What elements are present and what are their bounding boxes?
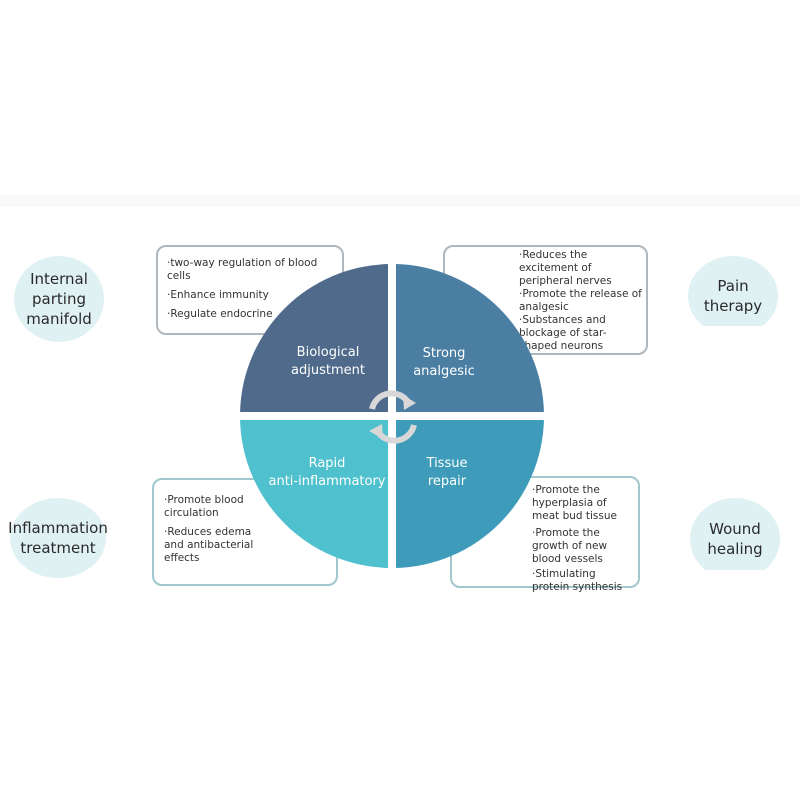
box-item: ·Stimulating protein synthesis xyxy=(532,568,623,593)
circle-label: Wound healing xyxy=(707,520,763,558)
background-band xyxy=(0,195,800,207)
box-item: ·two-way regulation of blood cells xyxy=(167,257,318,282)
box-item: ·Promote the hyperplasia of meat bud tis… xyxy=(532,484,617,522)
box-item: ·Promote the growth of new blood vessels xyxy=(532,527,608,565)
arrow-top-head xyxy=(403,395,416,410)
quadrant-rapid-anti-inflammatory xyxy=(240,420,388,568)
quadrant-biological-adjustment xyxy=(240,264,388,412)
label-rapid-anti-inflammatory: Rapid anti-inflammatory xyxy=(268,456,386,489)
label-strong-analgesic: Strong analgesic xyxy=(413,346,475,379)
circle-label: Inflammation treatment xyxy=(8,519,108,557)
box-item: ·Regulate endocrine xyxy=(167,308,273,320)
box-item: ·Substances and blockage of star-shaped … xyxy=(519,314,607,352)
cycle-arrows-icon xyxy=(369,390,417,444)
label-biological-adjustment: Biological adjustment xyxy=(291,345,365,378)
quadrant-tissue-repair xyxy=(396,420,544,568)
label-tissue-repair: Tissue repair xyxy=(426,456,468,489)
circle-internal-parting-manifold: Internal parting manifold xyxy=(14,256,104,342)
box-item: ·Promote blood circulation xyxy=(164,494,244,519)
box-item: ·Promote the release of analgesic xyxy=(519,288,642,313)
circle-inflammation-treatment: Inflammation treatment xyxy=(8,498,108,578)
circle-pain-therapy: Pain therapy xyxy=(688,256,778,336)
quadrant-strong-analgesic xyxy=(396,264,544,412)
arrow-bottom-head xyxy=(369,424,383,439)
circle-label: Internal parting manifold xyxy=(26,270,92,328)
circle-label: Pain therapy xyxy=(703,277,763,315)
circle-wound-healing: Wound healing xyxy=(690,498,780,580)
box-item: ·Reduces the excitement of peripheral ne… xyxy=(519,249,612,287)
box-item: ·Reduces edema and antibacterial effects xyxy=(164,526,254,564)
box-item: ·Enhance immunity xyxy=(167,289,269,301)
